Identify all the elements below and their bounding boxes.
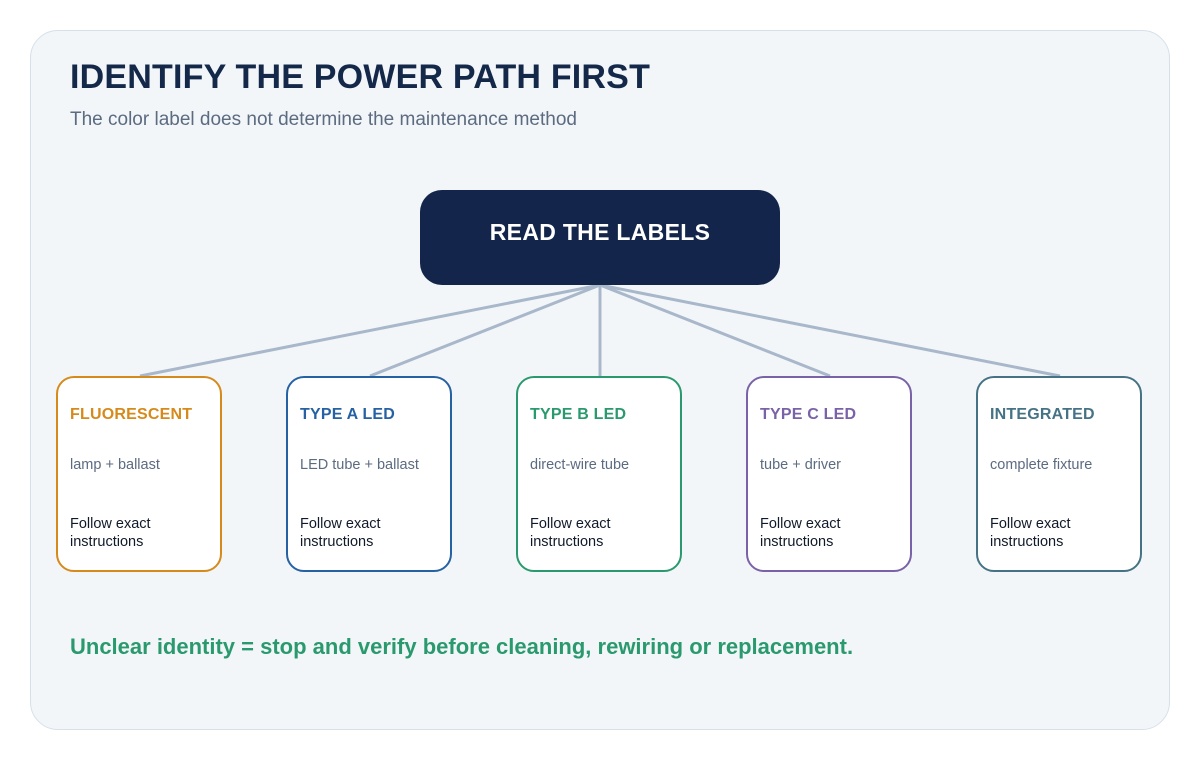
card-note: Follow exact instructions: [760, 516, 841, 550]
card-integrated: INTEGRATED complete fixture Follow exact…: [976, 376, 1142, 572]
card-type-c-led: TYPE C LED tube + driver Follow exact in…: [746, 376, 912, 572]
card-title: TYPE A LED: [300, 406, 396, 423]
card-description: complete fixture: [990, 457, 1093, 473]
card-description: lamp + ballast: [70, 457, 160, 473]
card-description: LED tube + ballast: [300, 457, 419, 473]
diagram-subtitle: The color label does not determine the m…: [70, 109, 577, 130]
connector-line-integrated: [599, 283, 1061, 378]
card-type-b-led: TYPE B LED direct-wire tube Follow exact…: [516, 376, 682, 572]
connector-line-fluorescent: [139, 283, 601, 378]
card-note: Follow exact instructions: [70, 516, 151, 550]
card-fluorescent: FLUORESCENT lamp + ballast Follow exact …: [56, 376, 222, 572]
card-title: INTEGRATED: [990, 406, 1095, 423]
card-description: direct-wire tube: [530, 457, 630, 473]
card-type-a-led: TYPE A LED LED tube + ballast Follow exa…: [286, 376, 452, 572]
root-node-read-labels: READ THE LABELS: [420, 190, 780, 285]
footer-warning: Unclear identity = stop and verify befor…: [70, 634, 854, 659]
connector-line-type-c: [599, 283, 831, 378]
card-description: tube + driver: [760, 457, 842, 473]
card-title: TYPE C LED: [760, 406, 857, 423]
card-note: Follow exact instructions: [990, 516, 1071, 550]
card-note: Follow exact instructions: [530, 516, 611, 550]
card-title: TYPE B LED: [530, 406, 627, 423]
connector-line-type-a: [369, 283, 601, 378]
card-note: Follow exact instructions: [300, 516, 381, 550]
diagram-title: IDENTIFY THE POWER PATH FIRST: [70, 58, 651, 96]
card-title: FLUORESCENT: [70, 406, 193, 423]
